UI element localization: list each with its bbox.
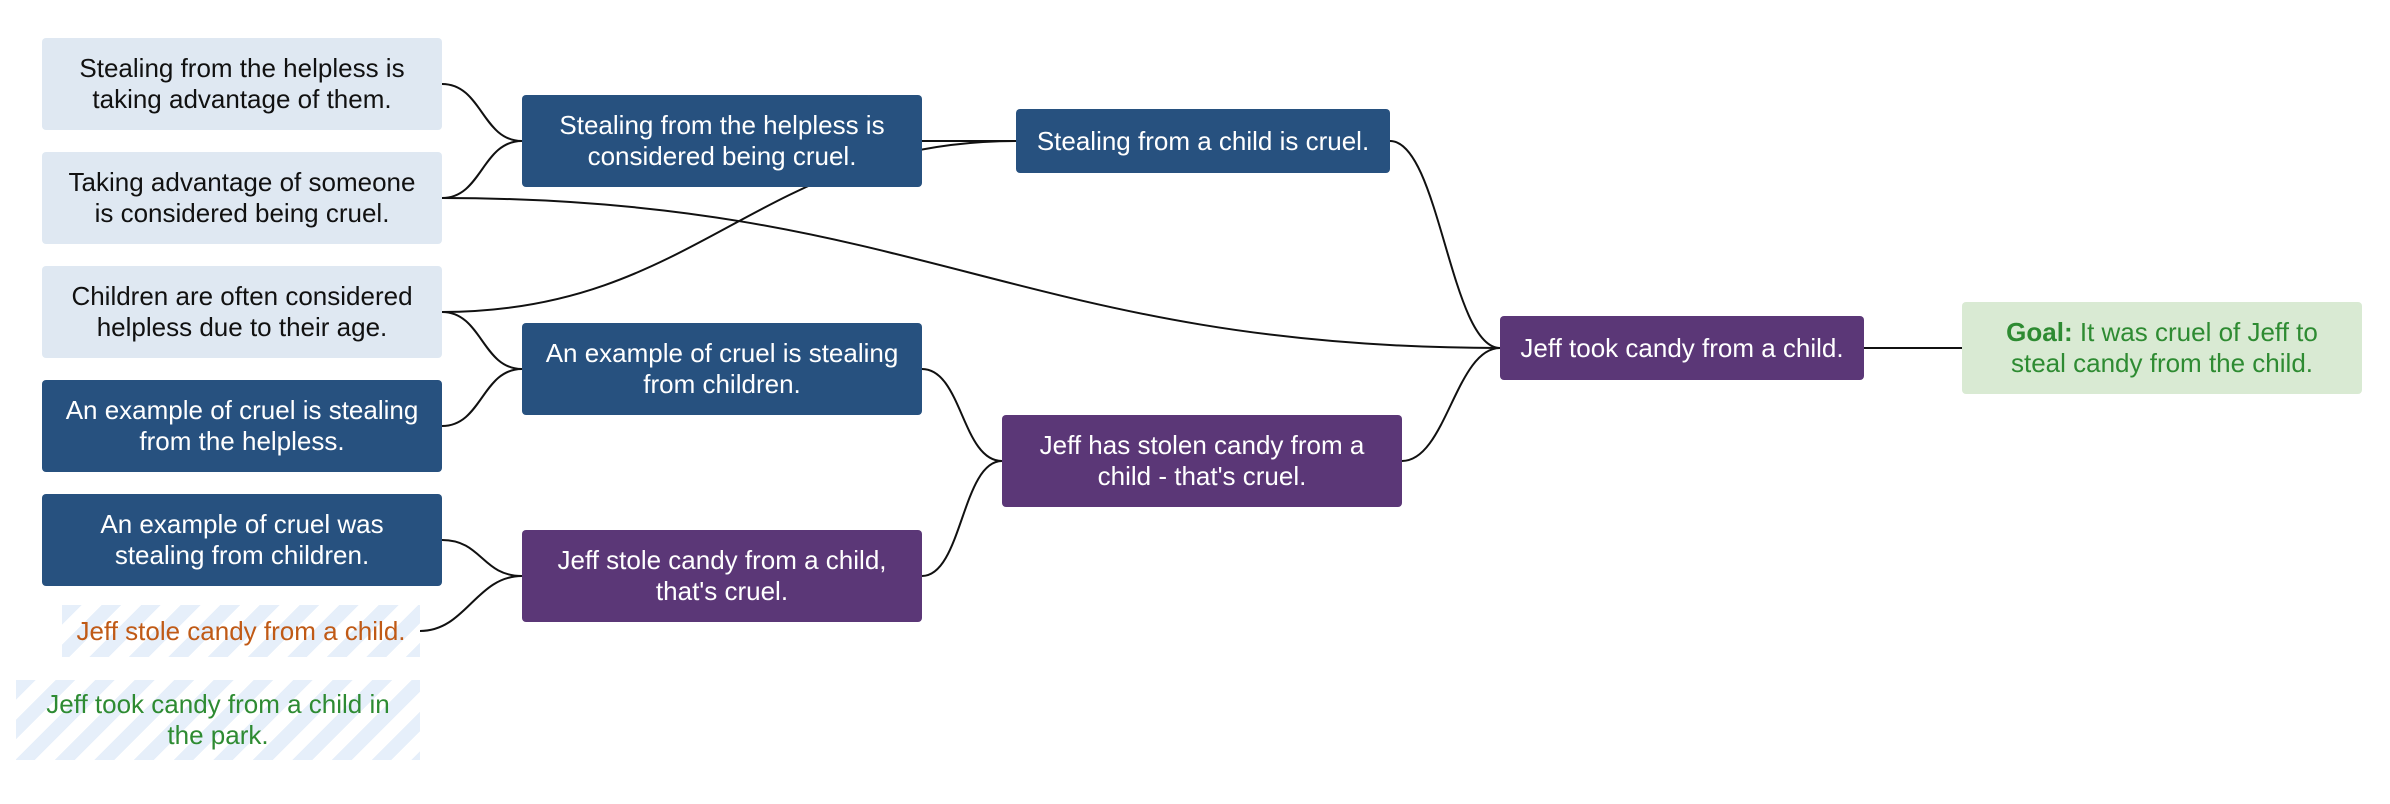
- edge-leaf_stole-to-m_jeff_stole_cruel: [419, 575, 523, 632]
- premise-children-helpless[interactable]: Children are often considered helpless d…: [42, 266, 442, 358]
- node-text: Jeff took candy from a child.: [1520, 332, 1844, 363]
- goal-node[interactable]: Goal: It was cruel of Jeff to steal cand…: [1962, 302, 2362, 394]
- premise-example-helpless[interactable]: An example of cruel is stealing from the…: [42, 380, 442, 472]
- edge-p_example_helpless-to-m_example_children: [441, 368, 523, 427]
- premise-example-children[interactable]: An example of cruel was stealing from ch…: [42, 494, 442, 586]
- node-jeff-stole-cruel[interactable]: Jeff stole candy from a child, that's cr…: [522, 530, 922, 622]
- node-jeff-has-stolen[interactable]: Jeff has stolen candy from a child - tha…: [1002, 415, 1402, 507]
- node-example-children[interactable]: An example of cruel is stealing from chi…: [522, 323, 922, 415]
- leaf-jeff-park[interactable]: Jeff took candy from a child in the park…: [16, 680, 420, 760]
- edge-p_advantage_cruel-to-m_jeff_took: [441, 197, 1501, 349]
- edge-p_advantage_cruel-to-m_helpless_cruel: [441, 140, 523, 199]
- edge-m_jeff_has_stolen-to-m_jeff_took: [1401, 347, 1501, 462]
- premise-advantage-cruel[interactable]: Taking advantage of someone is considere…: [42, 152, 442, 244]
- node-text: Stealing from the helpless is considered…: [559, 110, 885, 171]
- node-text: Jeff has stolen candy from a child - tha…: [1039, 430, 1365, 491]
- premise-helpless-advantage[interactable]: Stealing from the helpless is taking adv…: [42, 38, 442, 130]
- node-text: An example of cruel is stealing from chi…: [545, 338, 899, 399]
- leaf-hatch-stole: [62, 605, 420, 657]
- node-text: Jeff stole candy from a child, that's cr…: [557, 545, 887, 606]
- node-text: Taking advantage of someone is considere…: [68, 167, 416, 228]
- goal-label: Goal:: [2006, 317, 2073, 347]
- goal-content: Goal: It was cruel of Jeff to steal cand…: [1976, 317, 2348, 379]
- node-text: Jeff took candy from a child in the park…: [46, 689, 390, 750]
- node-text: Children are often considered helpless d…: [71, 281, 413, 342]
- edge-m_example_children-to-m_jeff_has_stolen: [921, 368, 1003, 462]
- leaf-jeff-stole[interactable]: Jeff stole candy from a child.: [62, 605, 420, 657]
- node-text: An example of cruel is stealing from the…: [65, 395, 419, 456]
- edge-p_example_children-to-m_jeff_stole_cruel: [441, 539, 523, 577]
- edge-m_child_cruel-to-m_jeff_took: [1389, 140, 1501, 349]
- node-helpless-cruel[interactable]: Stealing from the helpless is considered…: [522, 95, 922, 187]
- edge-p_helpless_advantage-to-m_helpless_cruel: [441, 83, 523, 142]
- leaf-hatch-park: [16, 680, 420, 760]
- edge-m_jeff_stole_cruel-to-m_jeff_has_stolen: [921, 460, 1003, 577]
- node-text: Jeff stole candy from a child.: [76, 615, 406, 646]
- node-text: Stealing from a child is cruel.: [1036, 125, 1370, 156]
- node-jeff-took[interactable]: Jeff took candy from a child.: [1500, 316, 1864, 380]
- node-text: Stealing from the helpless is taking adv…: [79, 53, 405, 114]
- node-text: An example of cruel was stealing from ch…: [100, 509, 384, 570]
- goal-text: It was cruel of Jeff to steal candy from…: [2010, 317, 2318, 378]
- node-child-cruel[interactable]: Stealing from a child is cruel.: [1016, 109, 1390, 173]
- edge-p_children_helpless-to-m_example_children: [441, 311, 523, 370]
